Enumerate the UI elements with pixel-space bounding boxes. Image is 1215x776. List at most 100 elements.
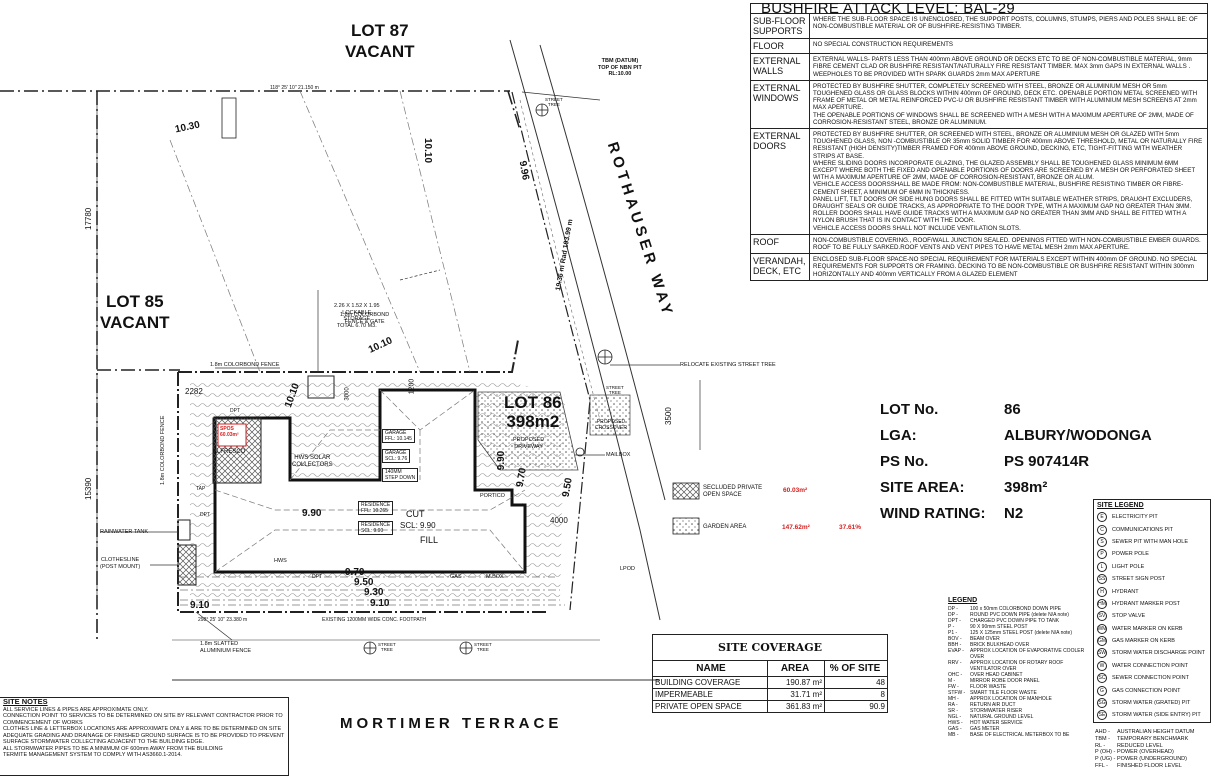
- secluded-value: 60.03m²: [783, 487, 808, 494]
- rothauser-kerb: [509, 39, 661, 621]
- bearing-top: 118° 25' 10" 21.150 m: [270, 85, 319, 91]
- abbreviation-item: AHD -AUSTRALIAN HEIGHT DATUM: [1095, 729, 1194, 736]
- legend-item: NGL -NATURAL GROUND LEVEL: [948, 714, 1090, 720]
- site-legend-label: LIGHT POLE: [1112, 563, 1145, 570]
- legend-meaning: 90 X 90mm STEEL POST: [970, 624, 1028, 630]
- storage-note: 2.26 X 1.52 X 1.95 LOCKABLE STORAGE TOTA…: [334, 303, 380, 329]
- abbreviation-meaning: AUSTRALIAN HEIGHT DATUM: [1117, 729, 1195, 735]
- residence-scl-box: RESIDENCE SCL: 9.90: [358, 521, 394, 535]
- driveway: [477, 391, 579, 471]
- site-legend-symbol-icon: SG: [1097, 698, 1107, 709]
- coverage-area: 190.87 m²: [768, 677, 825, 688]
- coverage-header-percent: % OF SITE: [829, 663, 881, 674]
- legend-meaning: APPROX LOCATION OF EVAPORATIVE COOLER OV…: [970, 648, 1085, 660]
- rl-990-b: 9.90: [496, 450, 508, 471]
- site-legend-label: STOP VALVE: [1112, 613, 1146, 620]
- fence-bottom-note: 1.8m SLATTED ALUMINIUM FENCE: [200, 641, 252, 654]
- garden-value: 147.62m²: [782, 524, 810, 531]
- legend-title: LEGEND: [948, 597, 978, 604]
- dpt-label-1: DPT: [230, 408, 240, 414]
- lot-info-key: PS No.: [880, 452, 929, 470]
- lot-86-boundary: [177, 339, 548, 613]
- crossover: [589, 394, 631, 436]
- coverage-area: 361.83 m²: [768, 701, 825, 712]
- site-legend-item: H HYDRANT: [1094, 585, 1210, 597]
- lot-info-key: WIND RATING:: [880, 504, 986, 522]
- site-legend-symbol-icon: G: [1097, 685, 1107, 696]
- legend-item: BBH -BRICK BULKHEAD OVER: [948, 642, 1090, 648]
- legend-item: SR -STORMWATER RISER: [948, 708, 1090, 714]
- bal-row-heading: EXTERNAL WALLS: [751, 54, 810, 80]
- legend-meaning: BEAM OVER: [970, 636, 1000, 642]
- site-legend-item: G GAS CONNECTION POINT: [1094, 684, 1210, 696]
- site-legend-symbol-icon: SS: [1097, 574, 1107, 585]
- abbreviation-meaning: TEMPORARY BENCHMARK: [1117, 735, 1189, 742]
- legend-code: MB -: [948, 732, 959, 738]
- relocate-tree-note: RELOCATE EXISTING STREET TREE: [680, 362, 776, 368]
- bal-row-text: ENCLOSED SUB-FLOOR SPACE-NO SPECIAL REQU…: [813, 256, 1197, 278]
- lot-info-value: PS 907414R: [1004, 452, 1090, 470]
- site-legend-symbol-icon: H: [1097, 586, 1107, 597]
- site-legend-symbol-icon: SW: [1097, 648, 1107, 659]
- site-plan: [0, 39, 701, 681]
- coverage-name: IMPERMEABLE: [653, 689, 768, 700]
- lot-info-value: 398m²: [1004, 478, 1048, 496]
- site-legend-symbol-icon: P: [1097, 549, 1107, 560]
- rainwater-tank-shape: [177, 519, 191, 541]
- street-tree-1: STREET TREE: [545, 97, 563, 107]
- spos-label: SPOS 60.03m²: [220, 426, 239, 438]
- lot-info-row: LOT No.86: [880, 396, 1152, 422]
- legend-meaning: BASE OF ELECTRICAL METERBOX TO BE: [970, 732, 1070, 738]
- site-legend-label: SEWER CONNECTION POINT: [1112, 675, 1190, 682]
- legend-meaning: RETURN AIR DUCT: [970, 702, 1016, 708]
- legend-item: DP -100 x 50mm COLORBOND DOWN PIPE: [948, 606, 1090, 612]
- abbreviation-code: P (OH) -: [1095, 749, 1116, 756]
- dim-1200: 1200: [408, 378, 416, 395]
- street-tree-3: STREET TREE: [378, 642, 396, 652]
- lot-85-label: LOT 85 VACANT: [100, 291, 170, 333]
- site-legend-title: SITE LEGEND: [1097, 502, 1144, 509]
- site-legend-label: HYDRANT: [1112, 588, 1139, 595]
- abbreviation-meaning: POWER (UNDERGROUND): [1117, 756, 1187, 763]
- scl-label: SCL: 9.90: [400, 521, 436, 530]
- legend-meaning: SMART TILE FLOOR WASTE: [970, 690, 1037, 696]
- mortimer-terrace-label: MORTIMER TERRACE: [340, 715, 563, 732]
- legend-code: BOV -: [948, 636, 962, 642]
- fill-label: FILL: [420, 535, 439, 545]
- coverage-header-area: AREA: [768, 661, 825, 676]
- site-legend-symbol-icon: W: [1097, 660, 1107, 671]
- legend-code: GAS -: [948, 726, 962, 732]
- legend-code: DP -: [948, 606, 958, 612]
- site-notes-title: SITE NOTES: [3, 697, 48, 706]
- rl-970-a: 9.70: [345, 567, 365, 578]
- site-legend-item: SV STOP VALVE: [1094, 610, 1210, 622]
- dim-3000: 3000: [344, 387, 351, 401]
- site-notes: SITE NOTES ALL SERVICE LINES & PIPES ARE…: [0, 697, 289, 776]
- legend-meaning: MIRROR ROBE DOOR PANEL: [970, 678, 1040, 684]
- legend-code: SR -: [948, 708, 958, 714]
- street-tree-4: STREET TREE: [474, 642, 492, 652]
- site-legend-label: GAS CONNECTION POINT: [1112, 687, 1181, 694]
- bal-table: BUSHFIRE ATTACK LEVEL: BAL-29 SUB-FLOOR …: [750, 1, 1208, 281]
- site-legend-symbol-icon: SV: [1097, 611, 1107, 622]
- garage-ffl-box: GARAGE FFL: 10.145: [382, 429, 415, 443]
- site-legend-label: WATER MARKER ON KERB: [1112, 625, 1183, 632]
- lot-87-status: VACANT: [345, 42, 415, 61]
- abbreviation-item: TBM -TEMPORARY BENCHMARK: [1095, 736, 1194, 743]
- abbreviation-meaning: POWER (OVERHEAD): [1117, 749, 1174, 756]
- garden-percent: 37.61%: [839, 524, 862, 531]
- abbreviation-item: P (OH) -POWER (OVERHEAD): [1095, 749, 1194, 756]
